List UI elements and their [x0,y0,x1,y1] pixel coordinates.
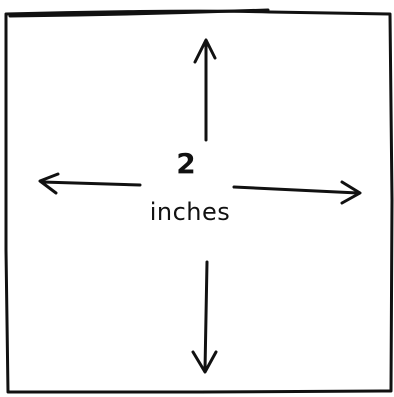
measurement-value: 2 [176,147,196,180]
down-arrow-shaft [203,260,209,372]
measurement-unit: inches [149,198,231,226]
down-arrow-head [191,350,218,374]
left-arrow-shaft [40,180,142,187]
left-arrow-head [38,172,60,195]
right-arrow-shaft [232,185,360,195]
right-arrow-head [340,180,362,205]
square-border-top-overlap [8,8,270,18]
up-arrow-head [193,38,217,64]
